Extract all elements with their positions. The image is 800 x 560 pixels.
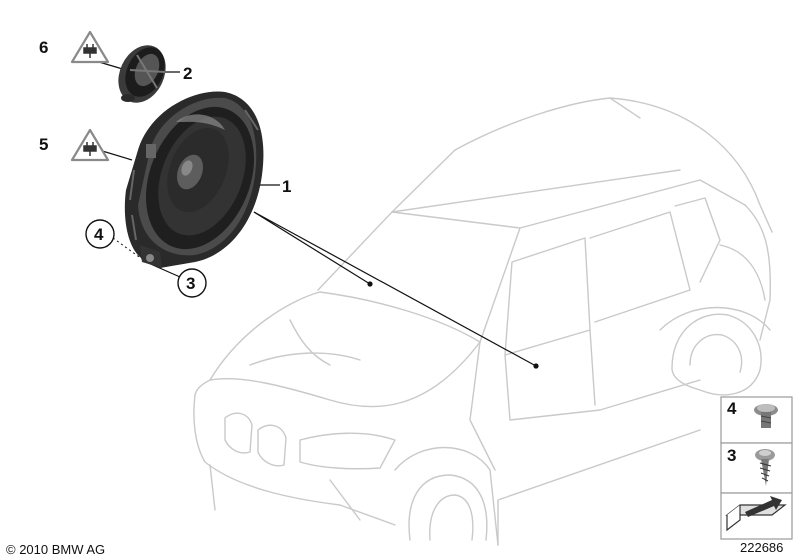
legend-box-nut — [720, 396, 793, 444]
callout-circle-4 — [85, 219, 115, 249]
leader-5 — [98, 149, 133, 161]
leader-speaker-rear — [253, 211, 537, 367]
leader-speaker-front — [253, 211, 371, 285]
legend-label-nut: 4 — [727, 399, 737, 418]
callout-5: 5 — [39, 135, 48, 154]
legend-label-screw: 3 — [727, 446, 736, 465]
orientation-arrow-icon — [725, 496, 787, 532]
copyright: © 2010 BMW AG — [6, 542, 105, 557]
screw-icon — [755, 449, 775, 486]
vehicle-outline — [193, 97, 773, 546]
tweeter — [118, 45, 166, 103]
speaker — [124, 91, 264, 268]
connector-symbol-speaker — [70, 128, 110, 162]
parts-legend: 4 3 — [720, 396, 793, 540]
callout-2: 2 — [183, 64, 192, 83]
mount-point-rear-door — [533, 363, 539, 369]
callout-4: 4 — [94, 225, 104, 244]
connector-symbol-tweeter — [70, 30, 110, 64]
nut-icon — [754, 404, 778, 428]
callout-3: 3 — [186, 274, 195, 293]
callout-circle-3 — [177, 268, 207, 298]
mount-point-front-door — [367, 281, 373, 287]
diagram-number: 222686 — [740, 540, 783, 555]
leader-4 — [112, 237, 147, 263]
callout-1: 1 — [282, 177, 291, 196]
callout-6: 6 — [39, 38, 48, 57]
